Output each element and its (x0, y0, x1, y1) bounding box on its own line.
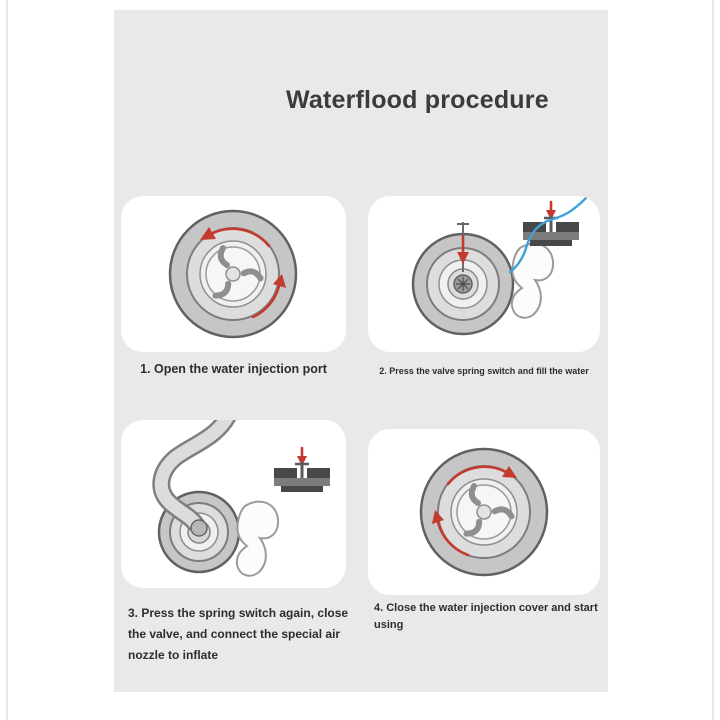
valve-cross-section (523, 200, 579, 246)
caption-line: 4. Close the water injection cover and s… (374, 602, 598, 614)
spring-switch-clip (235, 500, 280, 577)
press-down-arrow-icon (457, 234, 469, 264)
rotate-open-arrows-icon (200, 227, 286, 319)
water-flow-line (508, 196, 588, 274)
wheel (411, 232, 515, 336)
caption-line: 3. Press the spring switch again, close (128, 606, 349, 620)
caption-line: the valve, and connect the special air (128, 627, 341, 641)
step-1-caption: 1. Open the water injection port (121, 362, 346, 376)
step-3-caption: 3. Press the spring switch again, close … (128, 603, 353, 666)
rotate-close-arrows-icon (432, 465, 517, 557)
caption-line: using (374, 619, 404, 631)
caption-line: 2. Press the valve spring switch and fil… (379, 366, 589, 376)
step-2-caption: 2. Press the valve spring switch and fil… (368, 366, 600, 376)
valve-cross-section (274, 446, 330, 492)
page-title: Waterflood procedure (286, 86, 549, 114)
injection-cap (463, 483, 515, 537)
step-2-card (368, 196, 600, 352)
step-1-card (121, 196, 346, 352)
caption-line: 1. Open the water injection port (140, 362, 327, 376)
open-valve (453, 274, 473, 294)
step-4-card (368, 429, 600, 595)
injection-cap (212, 245, 264, 299)
inflation-hose (152, 420, 236, 532)
step-3-card (121, 420, 346, 588)
spring-switch-clip (510, 242, 555, 319)
right-edge-line (712, 0, 714, 720)
hose-connector (190, 519, 208, 537)
step-4-illustration (419, 447, 549, 577)
left-edge-line (6, 0, 8, 720)
content-panel: Waterflood procedure (114, 10, 608, 692)
step-3-illustration (152, 420, 330, 577)
step-4-caption: 4. Close the water injection cover and s… (374, 600, 602, 634)
step-1-illustration (168, 209, 298, 339)
caption-line: nozzle to inflate (128, 648, 218, 662)
step-2-illustration (411, 196, 588, 336)
